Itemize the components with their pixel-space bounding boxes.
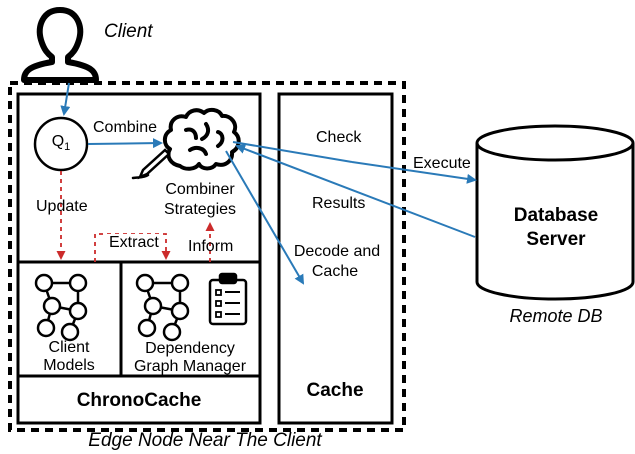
graph-icon	[34, 273, 88, 342]
query-node-subscript: 1	[64, 141, 71, 154]
edge-node-caption: Edge Node Near The Client	[88, 430, 322, 451]
red-arrows	[56, 171, 215, 262]
database-server-line2: Server	[526, 229, 586, 250]
client-models-line2: Models	[43, 357, 95, 374]
clipboard-icon	[208, 272, 248, 326]
chronocache-label: ChronoCache	[76, 390, 202, 411]
query-node	[33, 116, 89, 172]
brain-icon	[162, 107, 241, 171]
graph-icon	[135, 273, 190, 342]
inform-label: Inform	[188, 238, 234, 255]
chronocache-box	[16, 92, 262, 425]
client-label: Client	[104, 21, 153, 42]
combiner-strategies-line1: Combiner	[165, 181, 235, 198]
client-models-line1: Client	[48, 339, 90, 356]
user-icon	[21, 7, 99, 83]
dependency-graph-manager-line2: Graph Manager	[133, 358, 247, 375]
decode-and-cache-line2: Cache	[311, 263, 359, 280]
cylinder-icon	[475, 124, 635, 301]
dependency-graph-manager-line1: Dependency	[145, 340, 235, 357]
decode-and-cache-arrow	[225, 150, 305, 285]
cache-label: Cache	[306, 380, 364, 401]
combiner-strategies-line2: Strategies	[163, 201, 237, 218]
combine-label: Combine	[93, 119, 158, 136]
blue-arrows	[60, 82, 477, 285]
combine-arrow	[87, 138, 163, 149]
remote-db-caption: Remote DB	[509, 306, 603, 326]
pen-icon	[131, 148, 171, 180]
client-to-query-arrow	[60, 82, 71, 116]
results-arrow	[235, 144, 476, 238]
cache-box	[277, 92, 394, 425]
database-server-line1: Database	[513, 205, 599, 226]
update-label: Update	[36, 198, 88, 215]
execute-label: Execute	[413, 155, 471, 172]
results-label: Results	[312, 195, 366, 212]
query-node-label: Q1	[52, 133, 71, 154]
extract-label: Extract	[107, 234, 161, 253]
check-arrow	[232, 141, 353, 163]
decode-and-cache-line1: Decode and	[293, 243, 381, 260]
query-node-letter: Q	[51, 133, 65, 150]
execute-arrow	[351, 161, 477, 184]
check-label: Check	[316, 129, 362, 146]
edge-node-boundary	[8, 81, 406, 432]
